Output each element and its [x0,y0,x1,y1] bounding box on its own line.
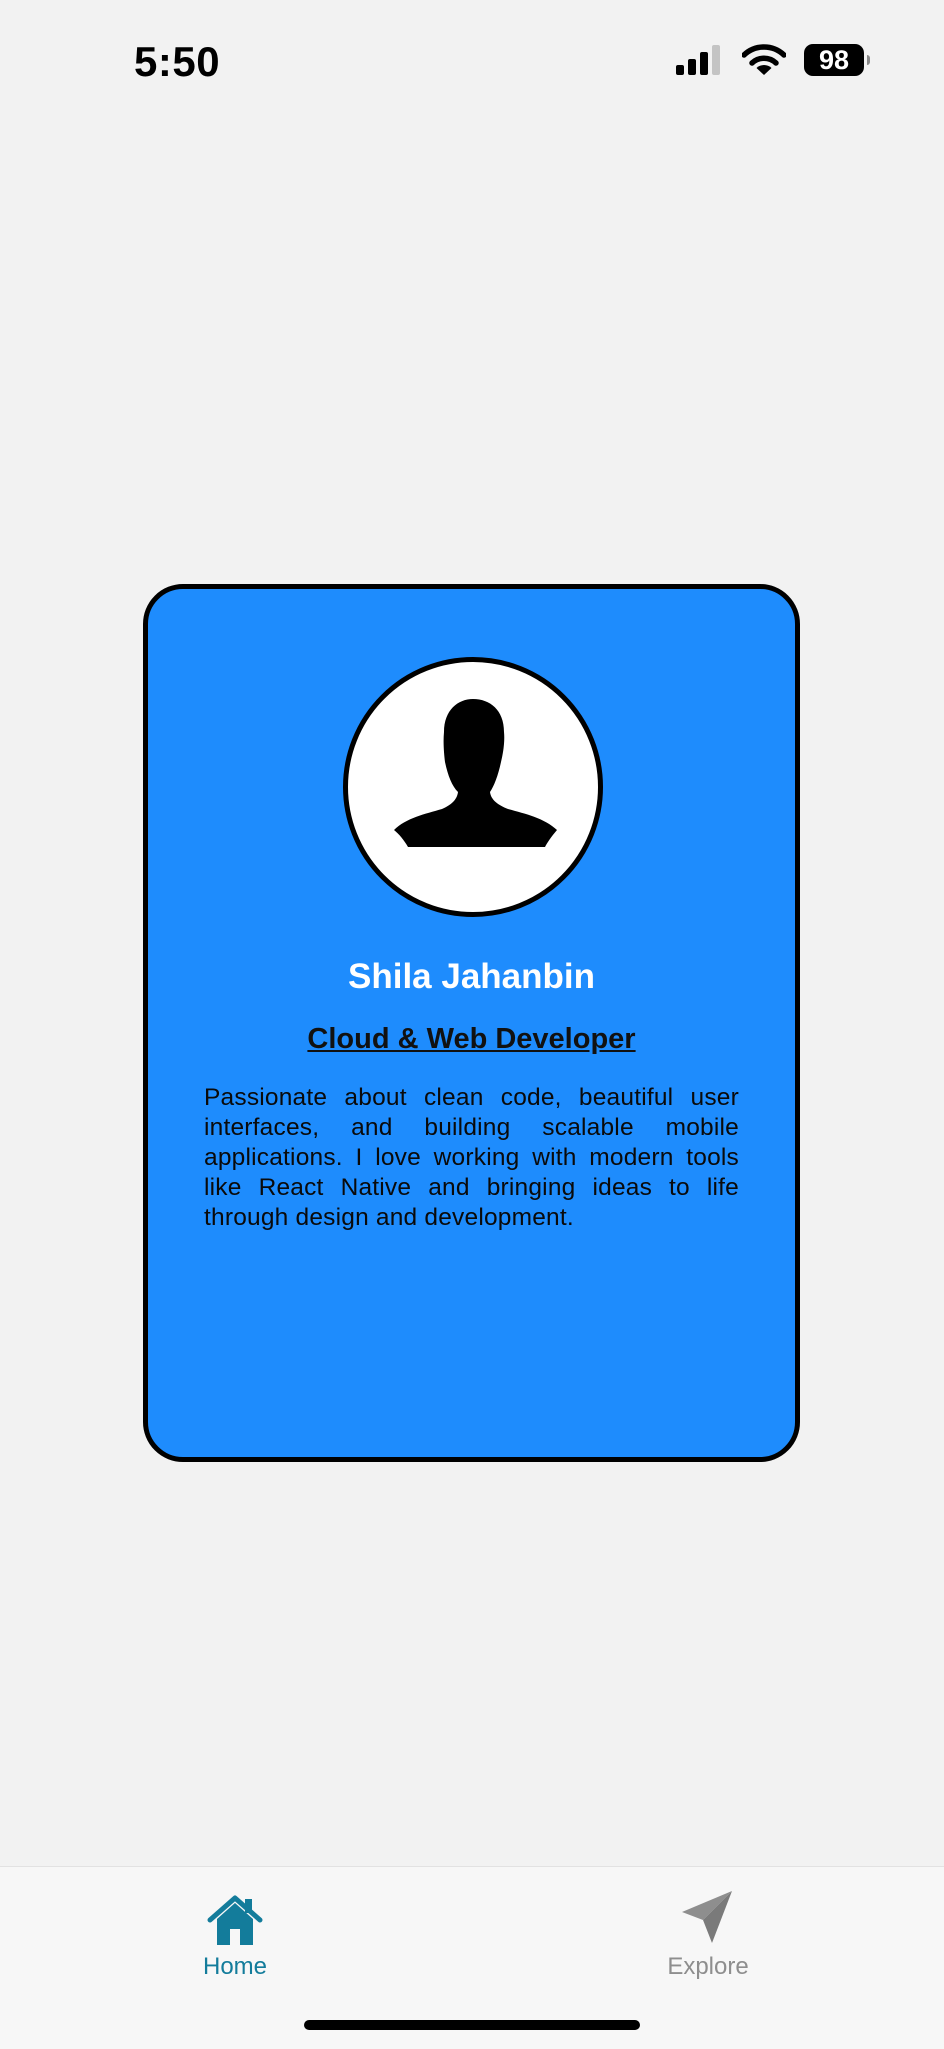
avatar [343,657,603,917]
tab-bar: Home Explore [0,1866,944,2049]
battery-level: 98 [818,44,850,75]
tab-explore-label: Explore [667,1953,749,1980]
wifi-icon [742,44,786,76]
profile-role: Cloud & Web Developer [307,1023,636,1055]
paper-plane-icon [682,1891,732,1943]
profile-card: Shila Jahanbin Cloud & Web Developer Pas… [143,584,800,1462]
profile-bio: Passionate about clean code, beautiful u… [204,1084,739,1231]
status-icons: 98 [676,44,870,76]
tab-explore[interactable]: Explore [628,1885,788,1981]
tab-home-label: Home [202,1953,268,1980]
home-icon [207,1895,263,1945]
person-silhouette-icon [394,699,557,847]
profile-name: Shila Jahanbin [348,957,595,996]
status-time: 5:50 [134,38,221,85]
battery-icon: 98 [804,44,870,76]
signal-icon [676,45,724,75]
status-bar: 5:50 98 [0,0,944,120]
tab-home[interactable]: Home [155,1885,315,1981]
home-indicator[interactable] [304,2020,640,2030]
